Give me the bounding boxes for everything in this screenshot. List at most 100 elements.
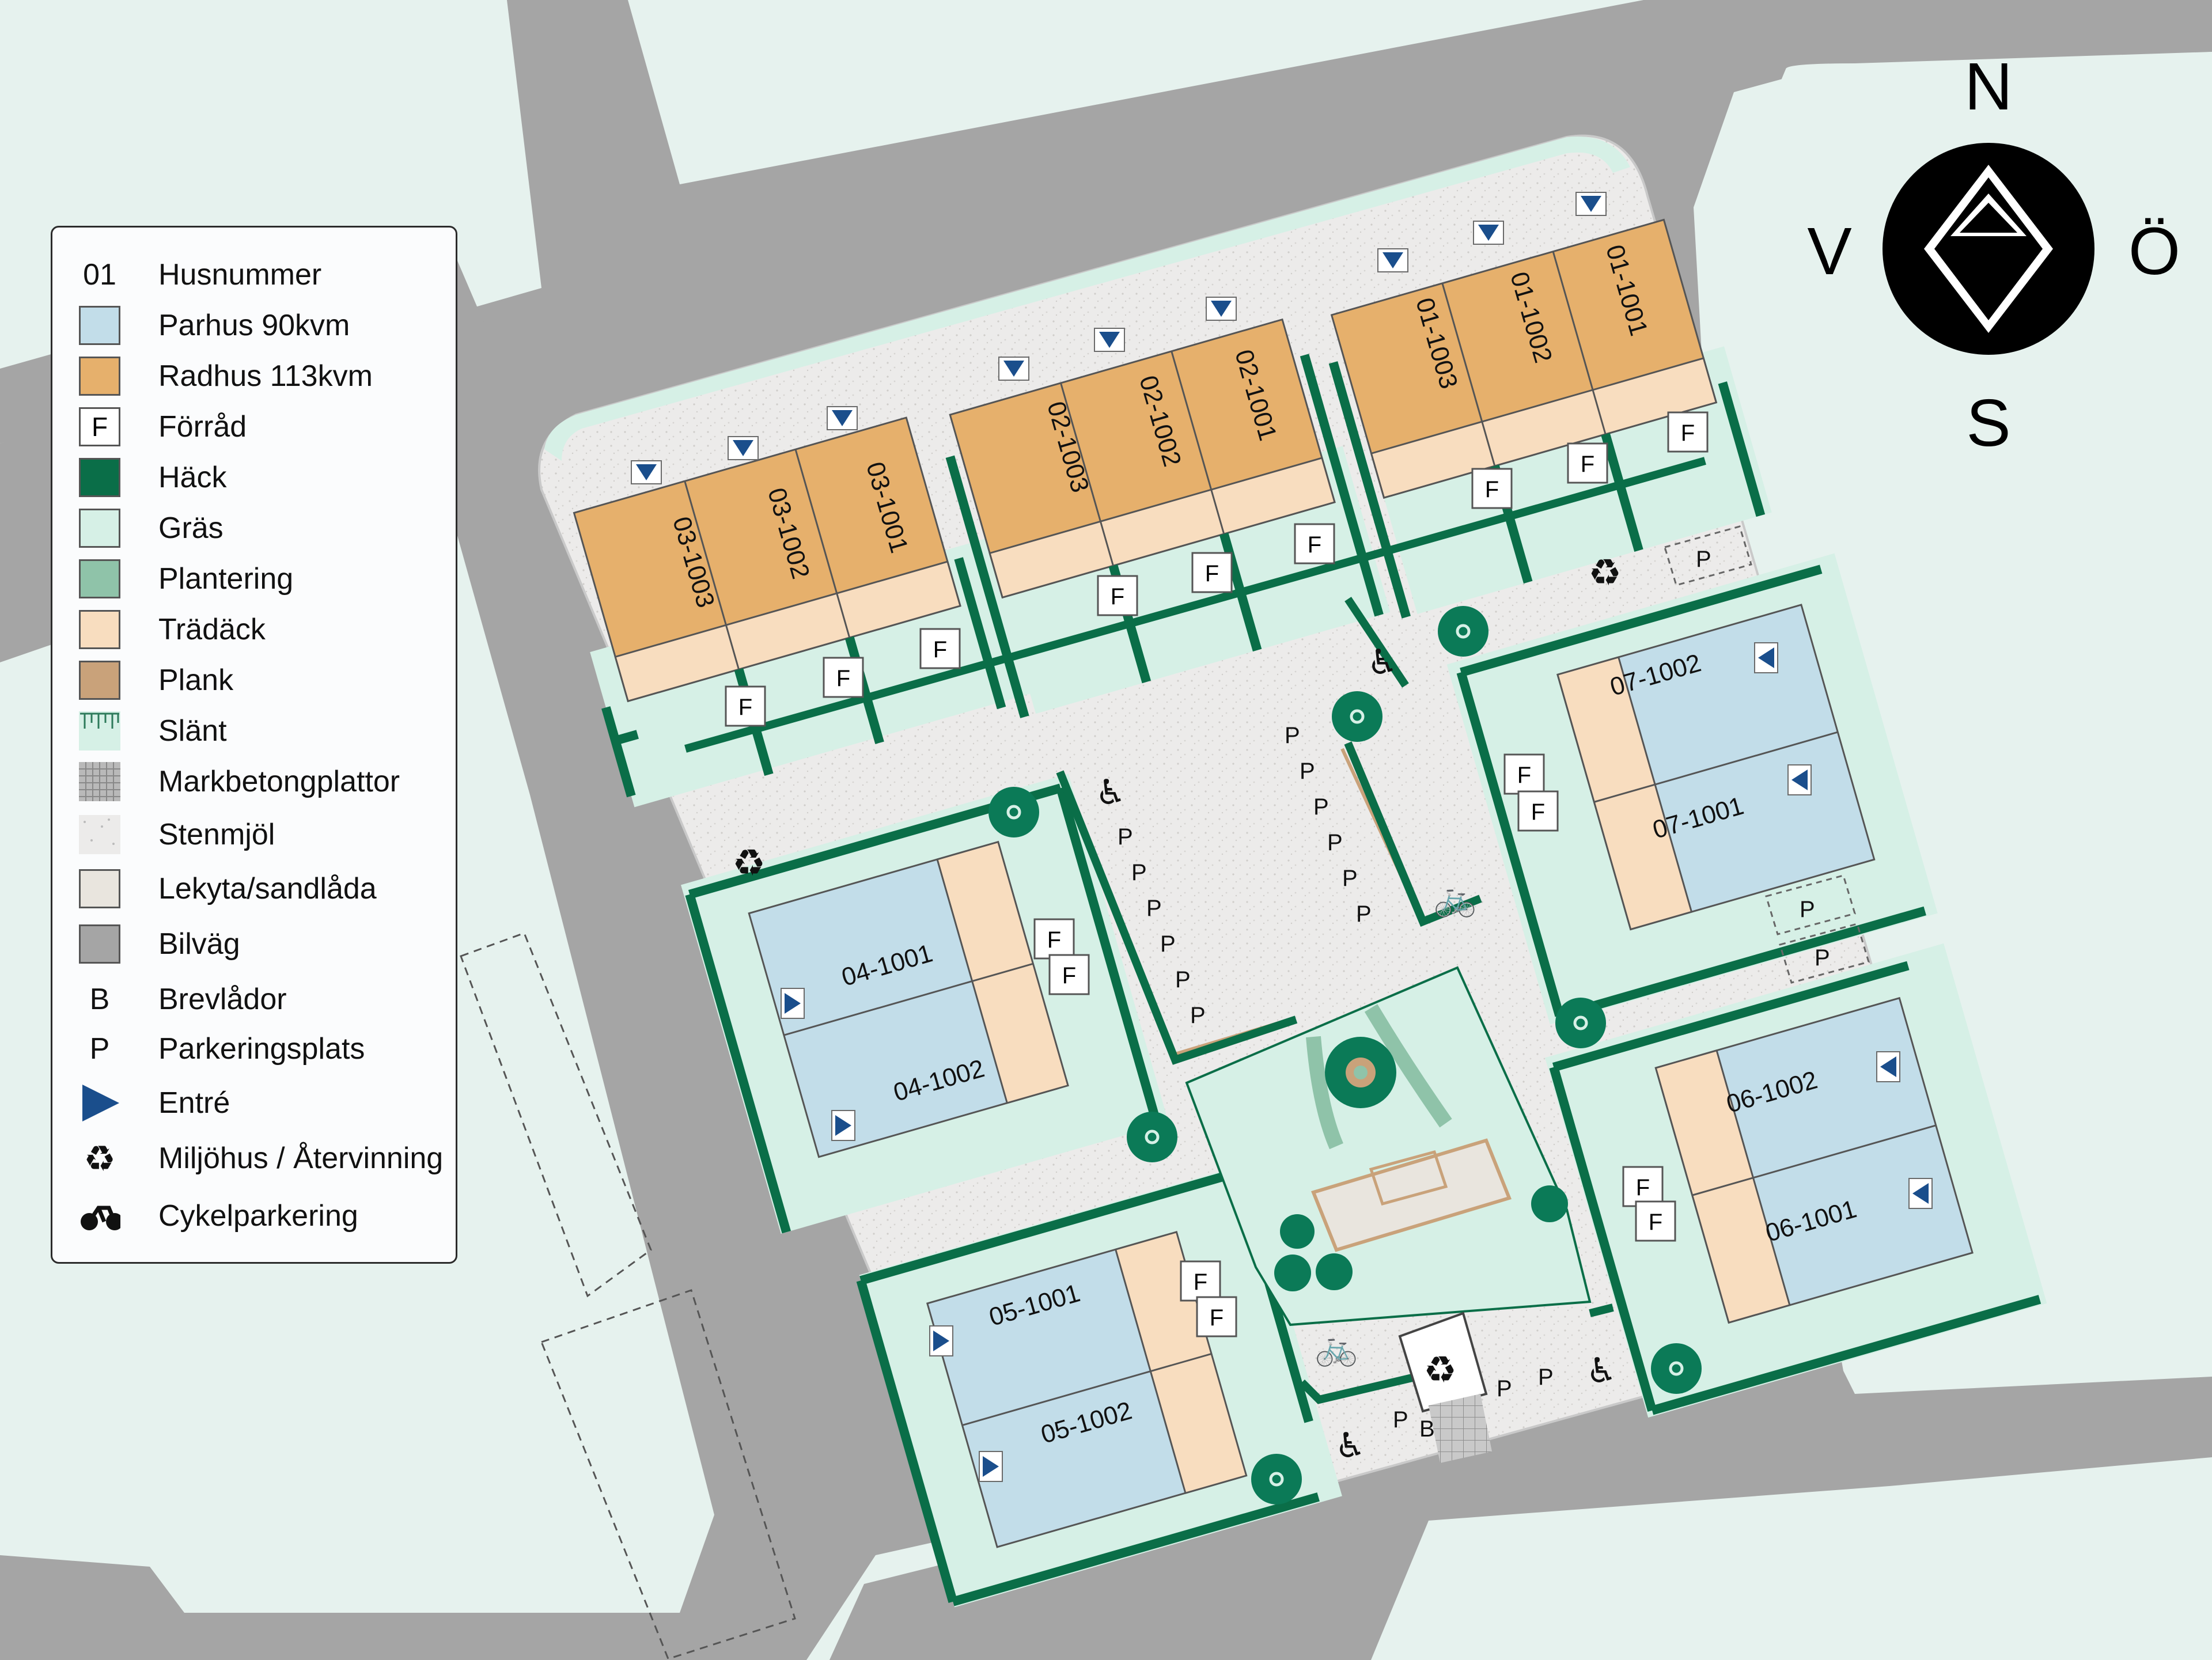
legend-code-text: P bbox=[89, 1032, 110, 1066]
legend-label: Radhus 113kvm bbox=[158, 359, 373, 393]
parhus-block-04 bbox=[681, 774, 1169, 1234]
legend-swatch bbox=[79, 558, 120, 600]
legend-swatch bbox=[79, 710, 120, 752]
parhus-block-05 bbox=[856, 1163, 1342, 1608]
trees bbox=[988, 606, 1702, 1504]
recycling-symbols: ♻ ♻ ♻ bbox=[732, 552, 1621, 1392]
bike-icon bbox=[79, 1195, 120, 1237]
svg-text:P: P bbox=[1497, 1376, 1512, 1401]
svg-text:P: P bbox=[1190, 1003, 1206, 1028]
svg-text:P: P bbox=[1327, 830, 1343, 855]
legend-label: Slänt bbox=[158, 714, 227, 748]
legend-code-text: 01 bbox=[83, 258, 116, 291]
legend-label: Plantering bbox=[158, 562, 294, 596]
legend-label: Parhus 90kvm bbox=[158, 309, 350, 342]
legend-swatch bbox=[79, 507, 120, 549]
legend-item: ♻ Miljöhus / Återvinning bbox=[52, 1135, 456, 1181]
legend-item: Radhus 113kvm bbox=[52, 353, 456, 399]
legend-item: Slänt bbox=[52, 708, 456, 754]
svg-text:F: F bbox=[1205, 561, 1219, 586]
legend-color-box bbox=[79, 869, 120, 908]
svg-text:♿: ♿ bbox=[1335, 1426, 1366, 1466]
future-plots-outline bbox=[460, 932, 796, 1660]
svg-text:F: F bbox=[1581, 452, 1594, 477]
legend-item: Gräs bbox=[52, 505, 456, 551]
svg-text:F: F bbox=[1517, 763, 1531, 788]
compass-letters: N S V Ö bbox=[1807, 49, 2180, 460]
legend-label: Plank bbox=[158, 664, 234, 697]
svg-text:P: P bbox=[1538, 1365, 1554, 1390]
storage-boxes: F F F F F F F F F F F F F F F F F bbox=[725, 411, 1709, 1337]
svg-text:♿: ♿ bbox=[1095, 772, 1126, 813]
parking-hedges bbox=[1056, 597, 1614, 1404]
svg-text:P: P bbox=[1131, 860, 1147, 885]
recycle-icon: ♻ bbox=[84, 1137, 116, 1180]
legend-swatch bbox=[79, 305, 120, 346]
legend-color-box bbox=[79, 924, 120, 964]
svg-text:F: F bbox=[933, 637, 947, 662]
legend-item: Bilväg bbox=[52, 921, 456, 967]
svg-text:F: F bbox=[1111, 584, 1124, 609]
legend-label: Miljöhus / Återvinning bbox=[158, 1142, 444, 1175]
svg-text:P: P bbox=[1356, 901, 1372, 927]
legend-swatch bbox=[79, 457, 120, 498]
legend-swatch bbox=[79, 355, 120, 397]
legend-item: Lekyta/sandlåda bbox=[52, 866, 456, 912]
svg-text:F: F bbox=[1047, 927, 1061, 953]
legend-label: Brevlådor bbox=[158, 983, 287, 1016]
svg-text:B: B bbox=[1419, 1416, 1435, 1442]
legend-item: Entré bbox=[52, 1080, 456, 1126]
legend-color-box bbox=[79, 458, 120, 497]
svg-text:F: F bbox=[1485, 477, 1499, 502]
legend-swatch bbox=[79, 868, 120, 909]
svg-text:F: F bbox=[1210, 1305, 1224, 1331]
svg-text:F: F bbox=[1194, 1269, 1207, 1295]
legend-color-box bbox=[79, 559, 120, 598]
legend-color-box bbox=[79, 610, 120, 649]
svg-text:♻: ♻ bbox=[1588, 552, 1621, 594]
legend-item: Parhus 90kvm bbox=[52, 302, 456, 348]
legend-code-text: B bbox=[89, 983, 110, 1016]
compass-west: V bbox=[1807, 214, 1851, 289]
legend-item: Trädäck bbox=[52, 607, 456, 653]
legend-color-box bbox=[79, 306, 120, 345]
accessible-parking-symbols: ♿ ♿ ♿ ♿ bbox=[1095, 642, 1617, 1466]
legend-item: Markbetongplattor bbox=[52, 759, 456, 805]
legend-label: Trädäck bbox=[158, 613, 266, 646]
svg-text:♻: ♻ bbox=[1423, 1349, 1456, 1392]
svg-text:P: P bbox=[1815, 945, 1830, 971]
recycling-house bbox=[1398, 1312, 1492, 1463]
legend-code: 01 bbox=[79, 254, 120, 295]
svg-text:F: F bbox=[1681, 420, 1695, 446]
svg-text:F: F bbox=[1062, 963, 1076, 988]
svg-text:P: P bbox=[1160, 931, 1176, 957]
legend-label: Bilväg bbox=[158, 927, 240, 961]
svg-text:P: P bbox=[1342, 866, 1358, 891]
legend-item: Stenmjöl bbox=[52, 812, 456, 858]
entrance-icon bbox=[79, 1082, 120, 1124]
bike-parking-symbols: 🚲 🚲 bbox=[1315, 878, 1477, 1368]
legend-code: P bbox=[79, 1028, 120, 1070]
legend-label: Gräs bbox=[158, 511, 224, 545]
svg-text:P: P bbox=[1696, 547, 1711, 572]
svg-text:🚲: 🚲 bbox=[1434, 878, 1477, 919]
legend-color-box bbox=[79, 661, 120, 700]
legend-item: Häck bbox=[52, 454, 456, 501]
legend-code: B bbox=[79, 979, 120, 1020]
legend-swatch: F bbox=[79, 406, 120, 448]
svg-text:♿: ♿ bbox=[1586, 1351, 1617, 1391]
legend-label: Stenmjöl bbox=[158, 818, 275, 851]
svg-text:F: F bbox=[738, 695, 752, 720]
svg-text:F: F bbox=[1308, 532, 1321, 558]
legend-label: Entré bbox=[158, 1086, 230, 1120]
legend-label: Markbetongplattor bbox=[158, 765, 400, 798]
svg-text:P: P bbox=[1175, 967, 1191, 992]
legend-item: Plantering bbox=[52, 556, 456, 602]
legend-label: Häck bbox=[158, 461, 227, 494]
svg-text:🚲: 🚲 bbox=[1315, 1328, 1358, 1368]
